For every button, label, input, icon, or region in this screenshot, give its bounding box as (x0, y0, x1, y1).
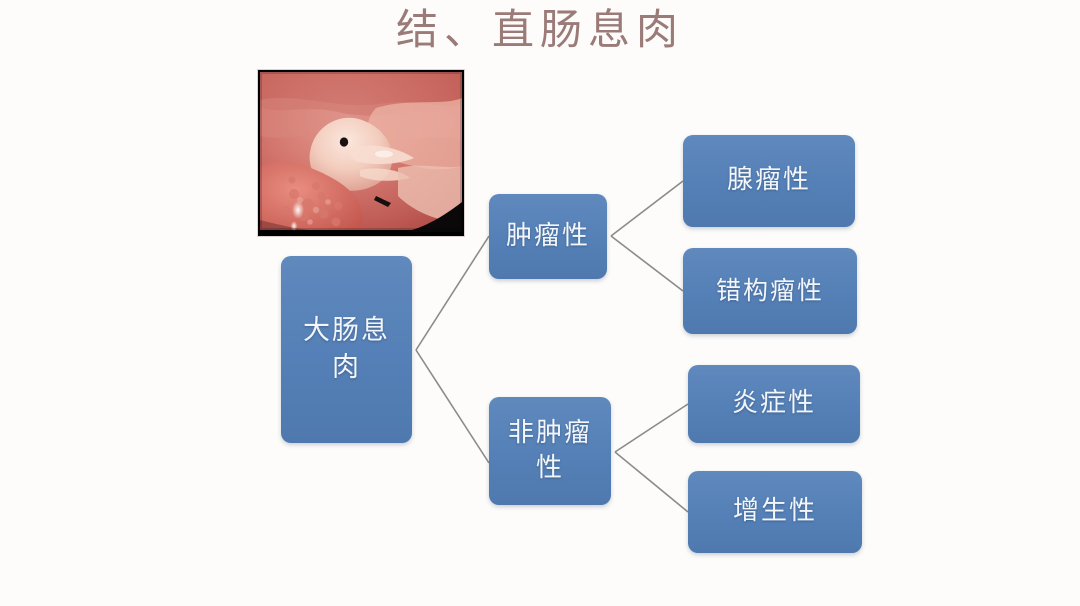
connector-root-to-nonneoplastic (415, 349, 490, 464)
connector-neoplastic-to-adenomatous (610, 180, 684, 237)
node-neoplastic[interactable]: 肿瘤性 (489, 194, 607, 279)
page-title: 结、直肠息肉 (395, 5, 684, 54)
connector-nonneoplastic-to-inflammatory (614, 403, 689, 453)
connector-root-to-neoplastic (415, 235, 490, 351)
connector-neoplastic-to-hamartomatous (610, 235, 684, 292)
connector-nonneoplastic-to-hyperplastic (614, 451, 689, 513)
node-colorectal-polyp[interactable]: 大肠息肉 (281, 256, 412, 443)
node-inflammatory[interactable]: 炎症性 (688, 365, 860, 443)
node-non-neoplastic[interactable]: 非肿瘤性 (489, 397, 611, 505)
node-adenomatous[interactable]: 腺瘤性 (683, 135, 855, 227)
node-hyperplastic[interactable]: 增生性 (688, 471, 862, 553)
endoscopy-polyp-image (258, 70, 464, 236)
node-hamartomatous[interactable]: 错构瘤性 (683, 248, 857, 334)
